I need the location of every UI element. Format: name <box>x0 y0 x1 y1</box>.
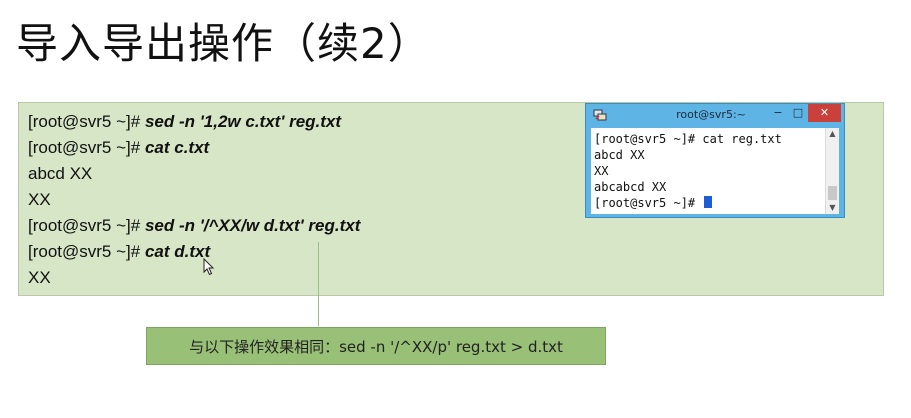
output-text: XX <box>28 268 51 287</box>
terminal-line: abcd XX <box>594 148 645 162</box>
terminal-prompt: [root@svr5 ~]# <box>594 196 703 210</box>
close-button[interactable]: ✕ <box>808 104 841 122</box>
terminal-scrollbar[interactable]: ▲ ▼ <box>825 128 839 214</box>
terminal-prompt-line[interactable]: [root@svr5 ~]# <box>594 196 713 210</box>
minimize-button[interactable]: − <box>773 106 783 119</box>
putty-icon[interactable] <box>593 108 607 122</box>
terminal-line: XX <box>594 164 609 178</box>
scrollbar-thumb[interactable] <box>828 186 837 200</box>
command-text: sed -n '/^XX/w d.txt' reg.txt <box>144 216 361 235</box>
terminal-window[interactable]: root@svr5:~ − □ ✕ [root@svr5 ~]# cat reg… <box>585 103 845 218</box>
command-text: cat c.txt <box>144 138 210 157</box>
text-cursor <box>704 196 713 208</box>
command-line-4: [root@svr5 ~]# cat d.txt <box>28 242 210 262</box>
equivalent-command-note: 与以下操作效果相同：sed -n '/^XX/p' reg.txt > d.tx… <box>146 327 606 365</box>
command-line-1: [root@svr5 ~]# sed -n '1,2w c.txt' reg.t… <box>28 112 341 132</box>
prompt-text: [root@svr5 ~]# <box>28 216 145 235</box>
terminal-title: root@svr5:~ <box>676 108 746 121</box>
command-line-3: [root@svr5 ~]# sed -n '/^XX/w d.txt' reg… <box>28 216 360 236</box>
output-line-3: XX <box>28 268 51 288</box>
command-line-2: [root@svr5 ~]# cat c.txt <box>28 138 209 158</box>
prompt-text: [root@svr5 ~]# <box>28 138 145 157</box>
output-line-1: abcd XX <box>28 164 92 184</box>
prompt-text: [root@svr5 ~]# <box>28 112 145 131</box>
connector-line <box>318 242 319 326</box>
terminal-line: [root@svr5 ~]# cat reg.txt <box>594 132 782 146</box>
terminal-line: abcabcd XX <box>594 180 667 194</box>
terminal-body[interactable]: [root@svr5 ~]# cat reg.txt abcd XX XX ab… <box>591 128 839 214</box>
output-line-2: XX <box>28 190 51 210</box>
command-text: sed -n '1,2w c.txt' reg.txt <box>144 112 342 131</box>
scroll-down-icon[interactable]: ▼ <box>829 203 836 212</box>
maximize-button[interactable]: □ <box>792 106 804 119</box>
terminal-titlebar[interactable]: root@svr5:~ − □ ✕ <box>586 104 844 126</box>
output-text: abcd XX <box>28 164 93 183</box>
command-text: cat d.txt <box>144 242 211 261</box>
slide-title: 导入导出操作（续2） <box>16 19 431 68</box>
scroll-up-icon[interactable]: ▲ <box>829 129 836 138</box>
mouse-pointer-icon <box>203 258 215 276</box>
prompt-text: [root@svr5 ~]# <box>28 242 145 261</box>
output-text: XX <box>28 190 51 209</box>
